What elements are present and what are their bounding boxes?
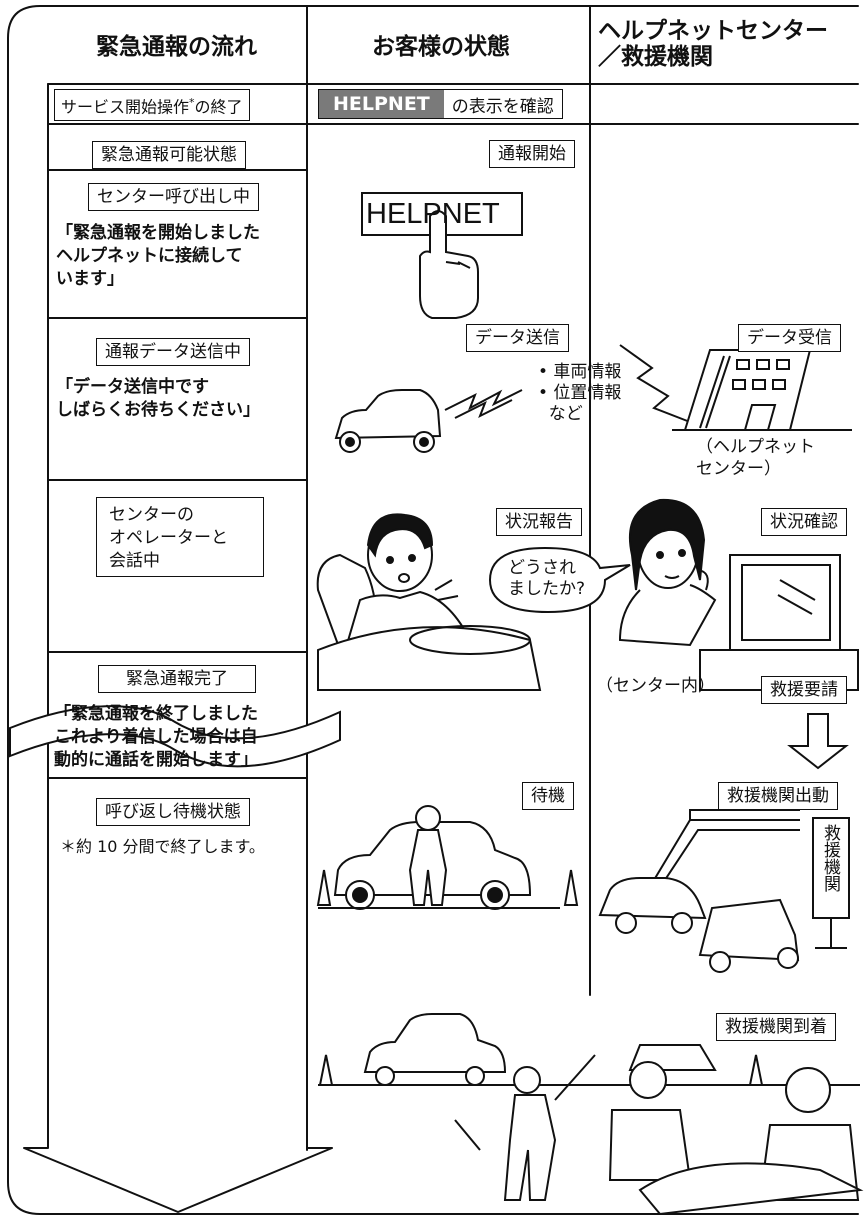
driver-illustration xyxy=(316,513,542,691)
data-item-etc: など xyxy=(538,404,583,424)
flow-service-start: サービス開始操作*の終了 xyxy=(54,89,250,122)
service-start-label: サービス開始操作 xyxy=(61,97,190,117)
customer-data-send: データ送信 xyxy=(466,324,569,352)
car-data-send-illustration xyxy=(334,389,523,453)
header-center: ヘルプネットセンター ／救援機関 xyxy=(598,18,828,70)
flow-calling-message: 「緊急通報を開始しました ヘルプネットに接続して います」 xyxy=(56,223,260,289)
flow-calling: センター呼び出し中 xyxy=(88,183,259,211)
customer-confirm-row: HELPNET の表示を確認 xyxy=(318,89,563,119)
center-rescue-dispatch: 救援機関出動 xyxy=(718,782,838,810)
center-status-confirm: 状況確認 xyxy=(761,508,847,536)
header-flow: 緊急通報の流れ xyxy=(96,34,257,60)
flow-callback: 呼び返し待機状態 xyxy=(96,798,250,826)
customer-data-items: • 車両情報 • 位置情報 など xyxy=(538,362,621,425)
flow-complete-message: 「緊急通報を終了しました これより着信した場合は自 動的に通話を開始します」 xyxy=(54,704,258,770)
service-start-footnote-mark: * xyxy=(189,96,195,109)
wavy-break xyxy=(9,705,341,768)
helpnet-center-building xyxy=(619,344,852,431)
rescue-arrival-illustration xyxy=(318,1013,864,1216)
outer-frame xyxy=(7,5,859,1215)
customer-standby: 待機 xyxy=(522,782,574,810)
helpnet-badge: HELPNET xyxy=(319,90,444,118)
center-rescue-request: 救援要請 xyxy=(761,676,847,704)
flow-talking: センターの オペレーターと 会話中 xyxy=(96,497,264,577)
rescue-request-arrow xyxy=(787,713,849,770)
center-data-receive: データ受信 xyxy=(738,324,841,352)
service-start-suffix: の終了 xyxy=(194,97,243,117)
speech-bubble-text: どうされ ましたか? xyxy=(508,558,586,599)
center-rescue-arrive: 救援機関到着 xyxy=(716,1013,836,1041)
header-customer: お客様の状態 xyxy=(372,34,510,60)
helpnet-press-illustration xyxy=(361,192,523,319)
flow-sending-message: 「データ送信中です しばらくお待ちください」 xyxy=(56,377,260,420)
center-caption: （ヘルプネット センター） xyxy=(696,437,815,479)
rescue-sign-text: 救援機関 xyxy=(820,824,840,892)
data-item-location: • 位置情報 xyxy=(538,383,622,403)
confirm-suffix: の表示を確認 xyxy=(451,96,554,117)
speech-bubble xyxy=(488,546,631,614)
flow-complete: 緊急通報完了 xyxy=(98,665,256,693)
customer-start-call: 通報開始 xyxy=(489,140,575,168)
flow-arrow xyxy=(23,83,333,1213)
helpnet-button[interactable]: HELPNET xyxy=(366,198,500,230)
rescue-dispatch-illustration xyxy=(598,809,850,973)
flow-ready: 緊急通報可能状態 xyxy=(92,141,246,169)
flow-sending: 通報データ送信中 xyxy=(96,338,250,366)
data-item-vehicle: • 車両情報 xyxy=(538,362,622,382)
flow-footnote: ＊約 10 分間で終了します。 xyxy=(60,837,265,856)
standby-illustration xyxy=(316,805,579,910)
customer-status-report: 状況報告 xyxy=(496,508,582,536)
center-inside: （センター内） xyxy=(596,676,715,696)
